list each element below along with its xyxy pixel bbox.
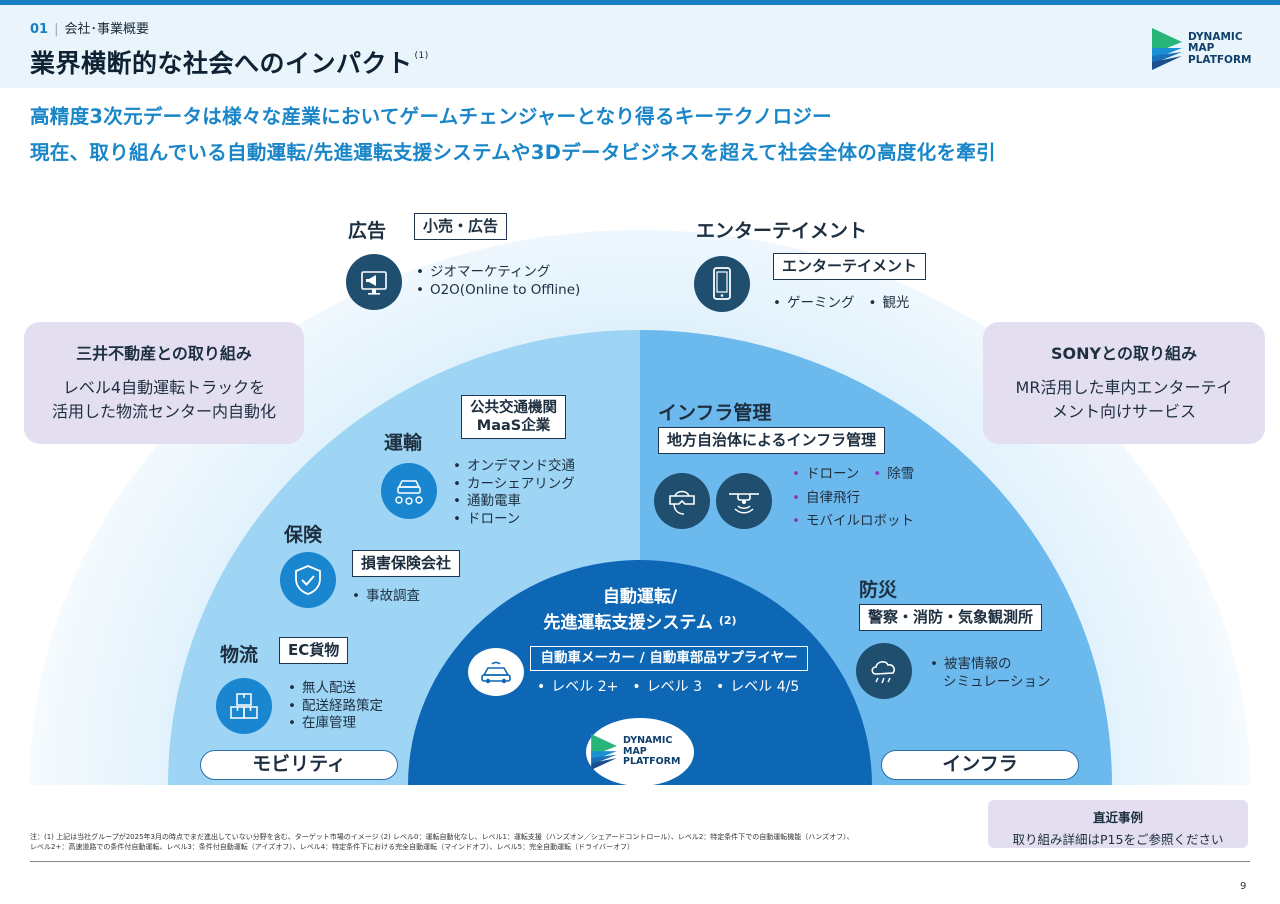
disaster-target-box: 警察・消防・気象観測所 [859, 604, 1043, 631]
footnote-line-1: 注：(1) 上記は当社グループが2025年3月の時点でまだ進出していない分野を含… [30, 833, 854, 841]
logo-line-1: DYNAMIC [1188, 30, 1243, 43]
autonomous-car-icon [468, 648, 524, 696]
logo-mark-icon [1152, 28, 1182, 70]
logo-line-1: DYNAMIC [623, 735, 673, 747]
partner-mitsui-line-1: レベル4自動運転トラックを [62, 378, 266, 397]
core-title-note: (2) [718, 614, 737, 627]
list-item-continued: シミュレーション [943, 673, 1051, 690]
list-item: ジオマーケティング [416, 264, 580, 282]
infra-mgmt-target-box: 地方自治体によるインフラ管理 [658, 427, 886, 454]
partner-mitsui-box: 三井不動産との取り組み レベル4自動運転トラックを 活用した物流センター内自動化 [24, 322, 304, 444]
industry-infra-mgmt-label: インフラ管理 [658, 402, 772, 424]
list-item: ゲーミング [773, 295, 855, 313]
core-levels-list: レベル 2+ レベル 3 レベル 4/5 [537, 676, 813, 696]
latest-case-body: 取り組み詳細はP15をご参照ください [1012, 832, 1224, 847]
outer-arc [30, 230, 1250, 785]
partner-sony-line-2: メント向けサービス [1051, 402, 1196, 421]
core-title-text: 先進運転支援システム [543, 613, 713, 633]
industry-disaster-label: 防災 [859, 579, 898, 601]
list-item: 在庫管理 [288, 715, 383, 733]
list-item: 通勤電車 [453, 493, 575, 511]
list-item: 被害情報の [943, 656, 1012, 672]
list-item: ドローン [805, 466, 860, 482]
mobility-pill: モビリティ [200, 750, 398, 780]
page-title-note: (1) [414, 51, 429, 61]
entertainment-use-list: ゲーミング 観光 [773, 295, 909, 313]
logistics-target-box: EC貨物 [279, 637, 349, 664]
transport-use-list: オンデマンド交通 カーシェアリング 通勤電車 ドローン [453, 458, 575, 528]
partner-sony-line-1: MR活用した車内エンターテイ [1015, 378, 1233, 397]
list-item: ドローン [453, 511, 575, 529]
logo-mark-icon [591, 734, 617, 770]
industry-logistics-label: 物流 [220, 644, 259, 666]
core-title-line-2: 先進運転支援システム (2) [520, 609, 760, 635]
industry-entertainment-label: エンターテイメント [696, 220, 868, 242]
list-item: 無人配送 [288, 680, 383, 698]
infra-mgmt-use-list: •ドローン •除雪 •自律飛行 •モバイルロボット [792, 466, 915, 529]
logistics-use-list: 無人配送 配送経路策定 在庫管理 [288, 680, 383, 733]
infra-pill: インフラ [881, 750, 1079, 780]
core-title-line-1: 自動運転/ [602, 587, 678, 607]
latest-case-box[interactable]: 直近事例 取り組み詳細はP15をご参照ください [988, 800, 1248, 848]
header-band [0, 5, 1280, 88]
logo-line-2: MAP [1188, 42, 1215, 55]
list-item: O2O(Online to Offline) [416, 282, 580, 300]
transport-target-line-1: 公共交通機関 [470, 400, 557, 416]
advertising-use-list: ジオマーケティング O2O(Online to Offline) [416, 264, 580, 299]
industry-transport-label: 運輸 [384, 432, 423, 454]
car-sharing-icon [381, 463, 437, 519]
smartphone-icon [694, 256, 750, 312]
insurance-use-list: 事故調査 [352, 588, 420, 606]
drone-icon [716, 473, 772, 529]
disaster-use-list: •被害情報の シミュレーション [930, 656, 1051, 690]
list-item: 除雪 [887, 466, 915, 482]
megaphone-icon [346, 254, 402, 310]
logo-line-3: PLATFORM [1188, 53, 1252, 66]
footnote: 注：(1) 上記は当社グループが2025年3月の時点でまだ進出していない分野を含… [30, 832, 970, 852]
list-item: レベル 4/5 [716, 676, 799, 696]
transport-target-box: 公共交通機関 MaaS企業 [461, 395, 566, 440]
logo-line-3: PLATFORM [623, 756, 681, 768]
list-item: オンデマンド交通 [453, 458, 575, 476]
entertainment-target-box: エンターテイメント [773, 253, 927, 280]
list-item: 配送経路策定 [288, 698, 383, 716]
top-accent-bar [0, 0, 1280, 5]
list-item: レベル 2+ [537, 676, 618, 696]
partner-mitsui-title: 三井不動産との取り組み [76, 344, 252, 363]
partner-mitsui-line-2: 活用した物流センター内自動化 [51, 402, 276, 421]
section-number: 01 [30, 22, 49, 37]
list-item: モバイルロボット [805, 513, 914, 529]
list-item: 事故調査 [352, 588, 420, 606]
industry-advertising-label: 広告 [348, 220, 387, 242]
partner-sony-title: SONYとの取り組み [1051, 344, 1197, 363]
core-target-box: 自動車メーカー / 自動車部品サプライヤー [530, 646, 808, 671]
headline-line-1: 高精度3次元データは様々な産業においてゲームチェンジャーとなり得るキーテクノロジ… [30, 105, 832, 128]
partner-sony-box: SONYとの取り組み MR活用した車内エンターテイ メント向けサービス [983, 322, 1265, 444]
section-label: 01|会社･事業概要 [30, 22, 149, 37]
list-item: 自律飛行 [805, 489, 860, 506]
insurance-target-box: 損害保険会社 [352, 550, 461, 577]
cloud-rain-icon [856, 643, 912, 699]
headline-line-2: 現在、取り組んでいる自動運転/先進運転支援システムや3Dデータビジネスを超えて社… [30, 141, 996, 164]
footnote-line-2: レベル2+：高速道路での条件付自動運転、レベル3：条件付自動運転（アイズオフ）、… [30, 843, 634, 851]
core-company-logo: DYNAMIC MAP PLATFORM [591, 734, 680, 770]
company-logo: DYNAMIC MAP PLATFORM [1152, 28, 1252, 70]
shield-check-icon [280, 552, 336, 608]
page-title: 業界横断的な社会へのインパクト(1) [30, 44, 429, 80]
page-title-text: 業界横断的な社会へのインパクト [30, 49, 413, 78]
list-item: カーシェアリング [453, 476, 575, 494]
vr-headset-icon [654, 473, 710, 529]
industry-insurance-label: 保険 [284, 524, 323, 546]
list-item: 観光 [868, 295, 909, 313]
section-name: 会社･事業概要 [64, 22, 149, 37]
page-number: 9 [1240, 881, 1247, 892]
transport-target-line-2: MaaS企業 [476, 418, 551, 435]
list-item: レベル 3 [632, 676, 702, 696]
bottom-divider [30, 861, 1250, 862]
latest-case-title: 直近事例 [1092, 810, 1143, 825]
advertising-target-box: 小売・広告 [414, 213, 508, 240]
boxes-icon [216, 678, 272, 734]
logo-line-2: MAP [623, 745, 647, 757]
